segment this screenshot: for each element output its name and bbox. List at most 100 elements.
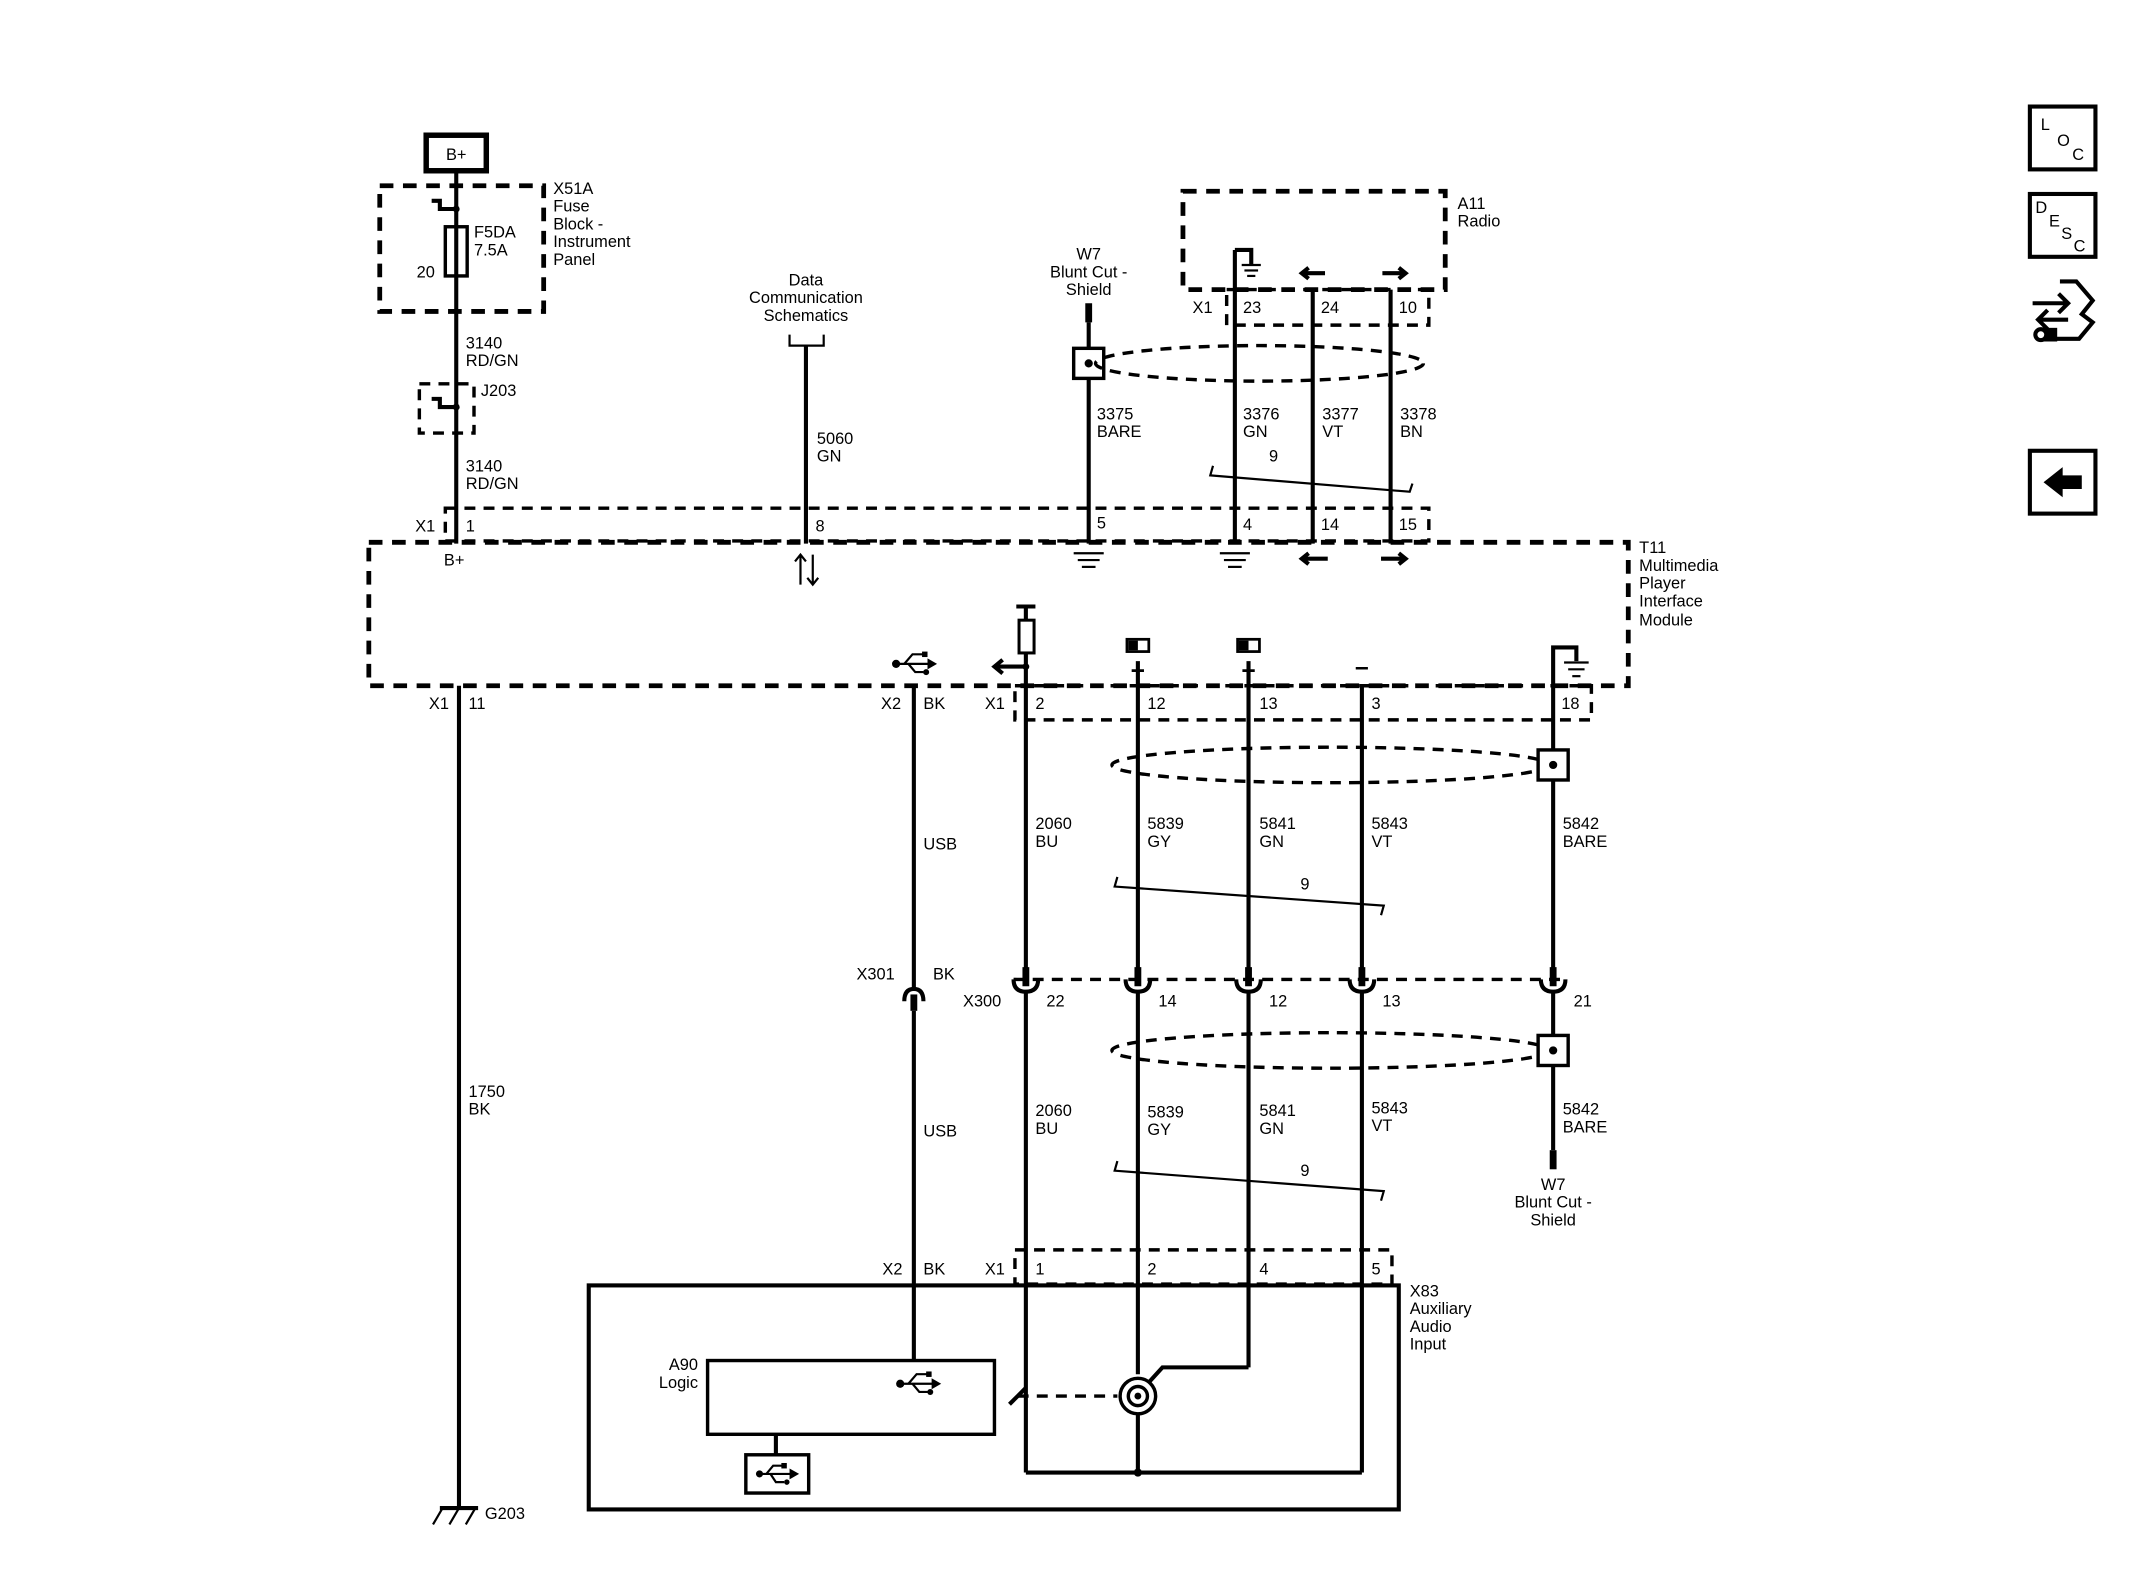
wire-3140-upper-color: RD/GN <box>466 352 519 370</box>
wire-2060-color: BU <box>1035 1120 1058 1138</box>
t11-pin-12: 12 <box>1147 695 1165 713</box>
wire-5839-color: GY <box>1147 1121 1171 1139</box>
fuse-pin: 20 <box>417 263 435 281</box>
wire-5843-color: VT <box>1371 1117 1392 1135</box>
wire-3378-color: BN <box>1400 423 1423 441</box>
t11-pin-1: 1 <box>466 517 475 535</box>
twist-mid-label: 9 <box>1300 875 1309 893</box>
x300-pin-12: 12 <box>1269 993 1287 1011</box>
arrow-left-icon <box>1298 551 1328 566</box>
t11-x1-bottom-label: X1 <box>985 695 1005 713</box>
svg-text:Audio: Audio <box>1410 1318 1452 1336</box>
wire-5060-color: GN <box>817 448 842 466</box>
svg-text:O: O <box>2057 132 2070 150</box>
t11-top-connector <box>443 506 1431 543</box>
t11-pin-13: 13 <box>1259 695 1277 713</box>
x83-x2-color: BK <box>923 1260 945 1278</box>
data-bidirectional-icon <box>794 552 820 587</box>
svg-text:D: D <box>2035 199 2047 217</box>
svg-text:Block -: Block - <box>553 215 603 233</box>
wire-5843-num: 5843 <box>1371 1099 1407 1117</box>
back-button[interactable] <box>2027 448 2098 516</box>
desc-button[interactable]: D E S C <box>2027 191 2098 259</box>
usb-icon <box>891 651 938 676</box>
wire-5842-num: 5842 <box>1563 1101 1599 1119</box>
svg-text:W7: W7 <box>1076 246 1101 264</box>
t11-pin-5: 5 <box>1097 515 1106 533</box>
t11-pin-4: 4 <box>1243 516 1252 534</box>
svg-text:Module: Module <box>1639 612 1693 630</box>
wire-3377-num: 3377 <box>1322 405 1358 423</box>
radio-pin-23: 23 <box>1243 299 1261 317</box>
connector-repair-icon[interactable] <box>2032 279 2096 343</box>
svg-text:L: L <box>2041 116 2050 134</box>
svg-text:X51A: X51A <box>553 180 593 198</box>
t11-top-connector-label: X1 <box>415 517 435 535</box>
svg-text:T11: T11 <box>1639 539 1666 557</box>
svg-text:Auxiliary: Auxiliary <box>1410 1300 1473 1318</box>
wire-3376-num: 3376 <box>1243 405 1279 423</box>
usb-port-icon <box>755 1462 800 1485</box>
wire-5841-color: GN <box>1259 833 1284 851</box>
x83-module-outline <box>586 1283 1401 1512</box>
ground-g203-label: G203 <box>485 1505 525 1523</box>
ground-icon <box>1551 645 1589 686</box>
svg-text:A11: A11 <box>1458 195 1486 213</box>
t11-module-outline <box>366 539 1631 689</box>
wire-5843-num: 5843 <box>1371 815 1407 833</box>
wire-3377-color: VT <box>1322 423 1343 441</box>
wire-5839-num: 5839 <box>1147 815 1183 833</box>
wire-5843-color: VT <box>1371 833 1392 851</box>
x83-x2-label: X2 <box>882 1260 902 1278</box>
wire-3140-lower-num: 3140 <box>466 457 502 475</box>
usb-icon <box>896 1371 942 1395</box>
wire-5841-num: 5841 <box>1259 1102 1295 1120</box>
loc-button[interactable]: L O C <box>2027 104 2098 172</box>
svg-text:X83: X83 <box>1410 1282 1439 1300</box>
svg-text:E: E <box>2049 213 2060 231</box>
shield-ellipse-top <box>1093 343 1426 383</box>
twist-top-label: 9 <box>1269 448 1278 466</box>
wire-2060-num: 2060 <box>1035 815 1071 833</box>
x83-x1-label: X1 <box>985 1260 1005 1278</box>
radio-arrow-right-icon <box>1382 266 1409 281</box>
wire-1750-color: BK <box>469 1101 491 1119</box>
wire-3375-color: BARE <box>1097 423 1142 441</box>
t11-x2-color: BK <box>923 695 945 713</box>
x301-label: X301 <box>856 965 894 983</box>
svg-text:Shield: Shield <box>1066 281 1112 299</box>
svg-text:Player: Player <box>1639 575 1686 593</box>
wire-1750-num: 1750 <box>469 1083 505 1101</box>
wire-5839-color: GY <box>1147 833 1171 851</box>
x300-pin-13: 13 <box>1382 993 1400 1011</box>
fuse-block-outline <box>377 183 547 314</box>
wire-5842-num: 5842 <box>1563 815 1599 833</box>
radio-connector-label: X1 <box>1193 299 1213 317</box>
svg-text:Data: Data <box>789 271 824 289</box>
shield-ellipse-low <box>1110 1030 1551 1070</box>
wire-3375-num: 3375 <box>1097 405 1133 423</box>
arrow-right-icon <box>1381 551 1409 566</box>
b-plus-label: B+ <box>446 146 467 164</box>
svg-text:Communication: Communication <box>749 289 863 307</box>
t11-pin-3: 3 <box>1371 695 1380 713</box>
twisted-pair-low <box>1113 1160 1386 1202</box>
t11-pin-14: 14 <box>1321 516 1339 534</box>
minus-sign: – <box>1355 654 1369 681</box>
arrow-left-icon <box>991 658 1026 676</box>
wire-5841-num: 5841 <box>1259 815 1295 833</box>
fuse-block-label: X51A Fuse Block - Instrument Panel <box>553 180 631 269</box>
x83-pin-5: 5 <box>1371 1260 1380 1278</box>
splice-j203-label: J203 <box>481 382 517 400</box>
wire-3376-color: GN <box>1243 423 1268 441</box>
fuse-rating: 7.5A <box>474 241 508 259</box>
svg-text:Panel: Panel <box>553 251 595 269</box>
speaker-icon <box>1125 637 1151 653</box>
svg-text:Blunt Cut -: Blunt Cut - <box>1514 1194 1591 1212</box>
radio-label: A11 Radio <box>1458 195 1501 231</box>
pull-up-resistor <box>991 604 1036 676</box>
x300-label: X300 <box>963 993 1001 1011</box>
wire-5842-color: BARE <box>1563 833 1608 851</box>
t11-pin-8: 8 <box>816 517 825 535</box>
